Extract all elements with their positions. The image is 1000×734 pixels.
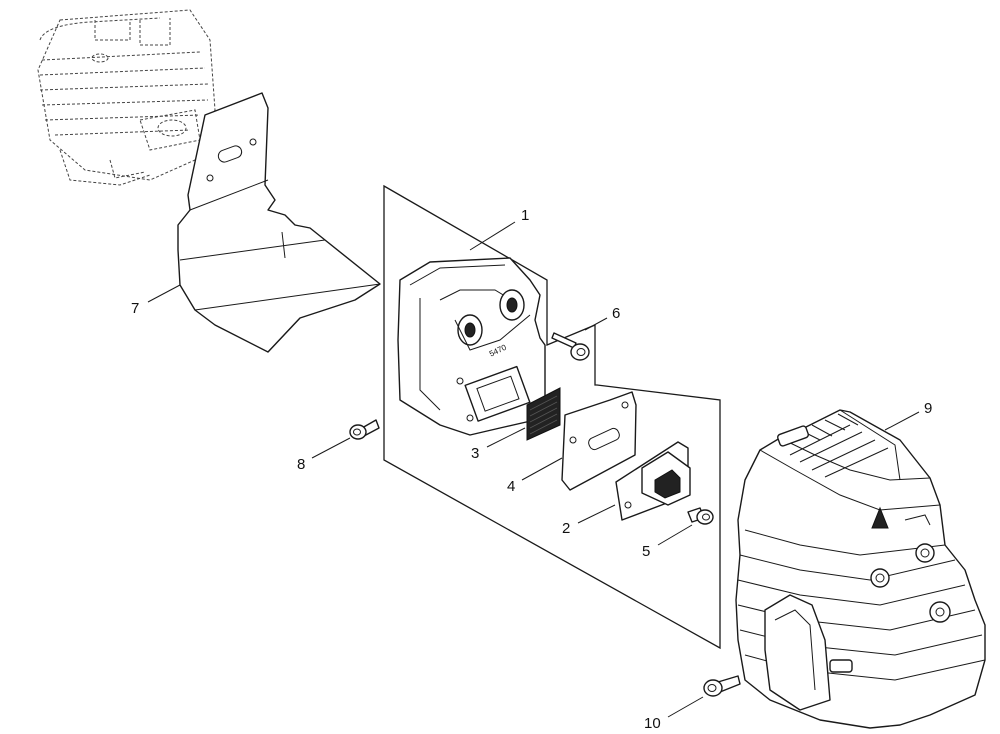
- muffler-cover[interactable]: [735, 409, 986, 729]
- leader-9: [884, 411, 920, 431]
- leader-2: [577, 504, 616, 524]
- bolt-long[interactable]: [551, 332, 590, 361]
- callout-labels: 1 2 3 4 5 6 7 8 9 10: [131, 207, 932, 732]
- callout-5: 5: [642, 543, 650, 560]
- leader-8: [311, 437, 351, 459]
- callout-4: 4: [507, 478, 515, 495]
- callout-8: 8: [297, 456, 305, 473]
- muffler-body[interactable]: 5470: [397, 257, 546, 436]
- kit-boundary-outline: [383, 184, 721, 650]
- callout-2: 2: [562, 520, 570, 537]
- callout-9: 9: [924, 400, 932, 417]
- leader-6: [584, 317, 608, 331]
- callout-1: 1: [521, 207, 529, 224]
- engine-cylinder-reference: [37, 9, 216, 186]
- exhaust-deflector[interactable]: [615, 441, 691, 521]
- callout-10: 10: [644, 715, 661, 732]
- spark-arrestor-screen[interactable]: [526, 387, 561, 441]
- leader-4: [521, 457, 563, 481]
- leader-5: [657, 524, 693, 546]
- callout-6: 6: [612, 305, 620, 322]
- leader-lines: [147, 221, 920, 718]
- bolt-short-right[interactable]: [687, 507, 714, 525]
- leader-10: [667, 696, 704, 718]
- leader-7: [147, 284, 181, 303]
- callout-3: 3: [471, 445, 479, 462]
- leader-3: [486, 427, 526, 448]
- callout-7: 7: [131, 300, 139, 317]
- heat-shield-plate[interactable]: [177, 92, 381, 353]
- bolt-cover[interactable]: [703, 675, 741, 697]
- muffler-gasket[interactable]: [561, 391, 637, 491]
- leader-1: [469, 221, 516, 251]
- bolt-short-left[interactable]: [349, 419, 380, 440]
